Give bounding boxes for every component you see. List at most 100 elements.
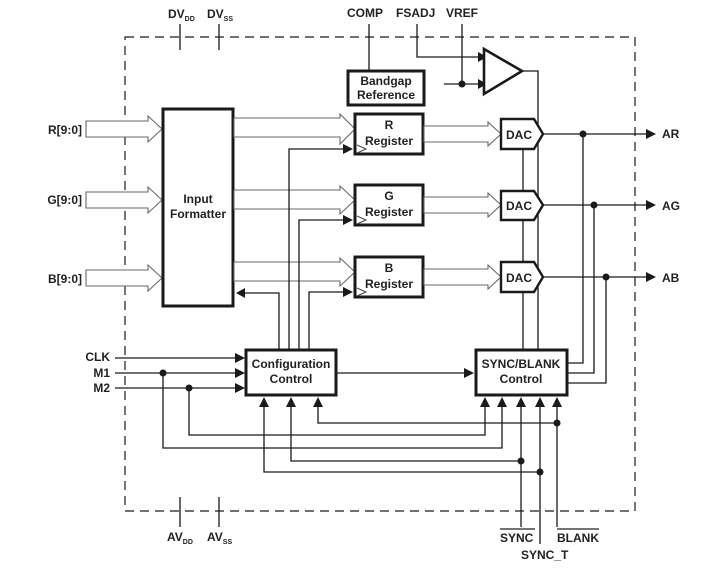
wire-clk-g-register bbox=[298, 219, 345, 350]
wire-sync-ag bbox=[567, 205, 595, 374]
wire-clk-r-register bbox=[288, 148, 345, 350]
output-ar-label: AR bbox=[662, 127, 680, 141]
svg-text:G[9:0]: G[9:0] bbox=[47, 193, 82, 207]
svg-text:Register: Register bbox=[365, 205, 413, 219]
wire-fsadj bbox=[416, 24, 478, 58]
output-ab-label: AB bbox=[662, 271, 680, 285]
arrow-icon bbox=[343, 287, 353, 297]
arrow-icon bbox=[646, 200, 656, 210]
bus-formatter-r bbox=[233, 112, 356, 146]
arrow-icon bbox=[497, 397, 507, 407]
arrow-icon bbox=[464, 368, 474, 378]
arrow-icon bbox=[478, 79, 487, 89]
configuration-control-block: Configuration Control bbox=[244, 348, 338, 397]
bus-g-register-dac bbox=[423, 191, 502, 219]
wire-config-to-formatter bbox=[245, 292, 280, 350]
dac-b-block: DAC bbox=[499, 260, 545, 294]
r-register-block: R Register bbox=[353, 112, 425, 156]
bus-formatter-b bbox=[233, 256, 356, 288]
wire-amp-to-dacs bbox=[522, 70, 539, 350]
svg-text:Formatter: Formatter bbox=[170, 207, 226, 221]
junction-dot bbox=[536, 468, 544, 476]
arrow-icon bbox=[235, 353, 245, 363]
dac-g-block: DAC bbox=[499, 189, 545, 222]
input-clk-label: CLK bbox=[85, 350, 110, 364]
svg-text:SYNC/BLANK: SYNC/BLANK bbox=[482, 357, 561, 371]
svg-text:R[9:0]: R[9:0] bbox=[48, 123, 82, 137]
wire-m1-sync bbox=[162, 373, 503, 449]
junction-dot bbox=[553, 419, 561, 427]
pin-avss-label: AVSS bbox=[207, 530, 232, 546]
dac-r-block: DAC bbox=[499, 117, 545, 151]
input-bus-r: R[9:0] bbox=[48, 114, 163, 144]
svg-text:Reference: Reference bbox=[357, 88, 415, 102]
pin-avss: AVSS bbox=[207, 497, 232, 546]
svg-text:Configuration: Configuration bbox=[252, 357, 331, 371]
clock-input-icon bbox=[356, 144, 368, 154]
bus-b-register-dac bbox=[423, 263, 502, 291]
arrow-icon bbox=[478, 52, 487, 62]
output-ag-label: AG bbox=[662, 199, 680, 213]
b-register-block: B Register bbox=[353, 255, 425, 299]
pin-vref-label: VREF bbox=[446, 6, 478, 20]
bandgap-reference-block: Bandgap Reference bbox=[346, 69, 426, 107]
wire-clk-b-register bbox=[308, 291, 345, 350]
arrow-icon bbox=[535, 397, 545, 407]
pin-dvdd-label: DVDD bbox=[168, 7, 195, 23]
pin-fsadj-label: FSADJ bbox=[396, 6, 435, 20]
input-m2-label: M2 bbox=[93, 381, 110, 395]
arrow-icon bbox=[313, 397, 323, 407]
pin-avdd-label: AVDD bbox=[167, 530, 193, 546]
pin-comp-label: COMP bbox=[347, 6, 383, 20]
svg-text:B[9:0]: B[9:0] bbox=[48, 272, 82, 286]
svg-text:Register: Register bbox=[365, 277, 413, 291]
svg-text:Bandgap: Bandgap bbox=[360, 74, 411, 88]
g-register-block: G Register bbox=[353, 183, 425, 227]
svg-text:Input: Input bbox=[183, 192, 212, 206]
junction-dot bbox=[458, 80, 466, 88]
svg-text:Control: Control bbox=[270, 372, 313, 386]
junction-dot bbox=[517, 457, 525, 465]
amplifier-icon bbox=[482, 46, 525, 97]
pin-avdd: AVDD bbox=[167, 497, 193, 546]
input-bus-g: G[9:0] bbox=[47, 185, 163, 215]
arrow-icon bbox=[480, 397, 490, 407]
arrow-icon bbox=[516, 397, 526, 407]
bus-formatter-g bbox=[233, 184, 356, 216]
svg-text:R: R bbox=[385, 118, 394, 132]
clock-input-icon bbox=[356, 287, 368, 297]
wire-synct-config bbox=[263, 406, 540, 473]
pin-dvdd: DVDD bbox=[168, 7, 195, 50]
svg-text:Register: Register bbox=[365, 134, 413, 148]
arrow-icon bbox=[236, 288, 245, 298]
svg-text:Control: Control bbox=[500, 372, 543, 386]
svg-text:B: B bbox=[385, 261, 394, 275]
pin-dvss: DVSS bbox=[207, 7, 233, 50]
svg-text:DAC: DAC bbox=[506, 271, 532, 285]
svg-text:DAC: DAC bbox=[506, 128, 532, 142]
input-m1-label: M1 bbox=[93, 366, 110, 380]
pin-blank-label: BLANK bbox=[557, 531, 599, 545]
wire-sync-config bbox=[290, 406, 521, 462]
wire-blank-config bbox=[317, 406, 557, 424]
input-formatter-block: Input Formatter bbox=[161, 107, 235, 308]
bus-r-register-dac bbox=[423, 120, 502, 148]
arrow-icon bbox=[259, 397, 269, 407]
pin-sync-label: SYNC bbox=[500, 531, 534, 545]
input-bus-b: B[9:0] bbox=[48, 263, 163, 293]
wire-sync-ab bbox=[567, 277, 607, 384]
clock-input-icon bbox=[356, 215, 368, 225]
arrow-icon bbox=[552, 397, 562, 407]
arrow-icon bbox=[235, 383, 245, 393]
arrow-icon bbox=[646, 129, 656, 139]
arrow-icon bbox=[343, 215, 353, 225]
pin-sync-t-label: SYNC_T bbox=[521, 548, 569, 562]
wire-sync-ar bbox=[567, 134, 584, 364]
pin-dvss-label: DVSS bbox=[207, 7, 233, 23]
arrow-icon bbox=[235, 368, 245, 378]
svg-text:DAC: DAC bbox=[506, 199, 532, 213]
arrow-icon bbox=[646, 272, 656, 282]
arrow-icon bbox=[286, 397, 296, 407]
svg-text:G: G bbox=[384, 189, 393, 203]
